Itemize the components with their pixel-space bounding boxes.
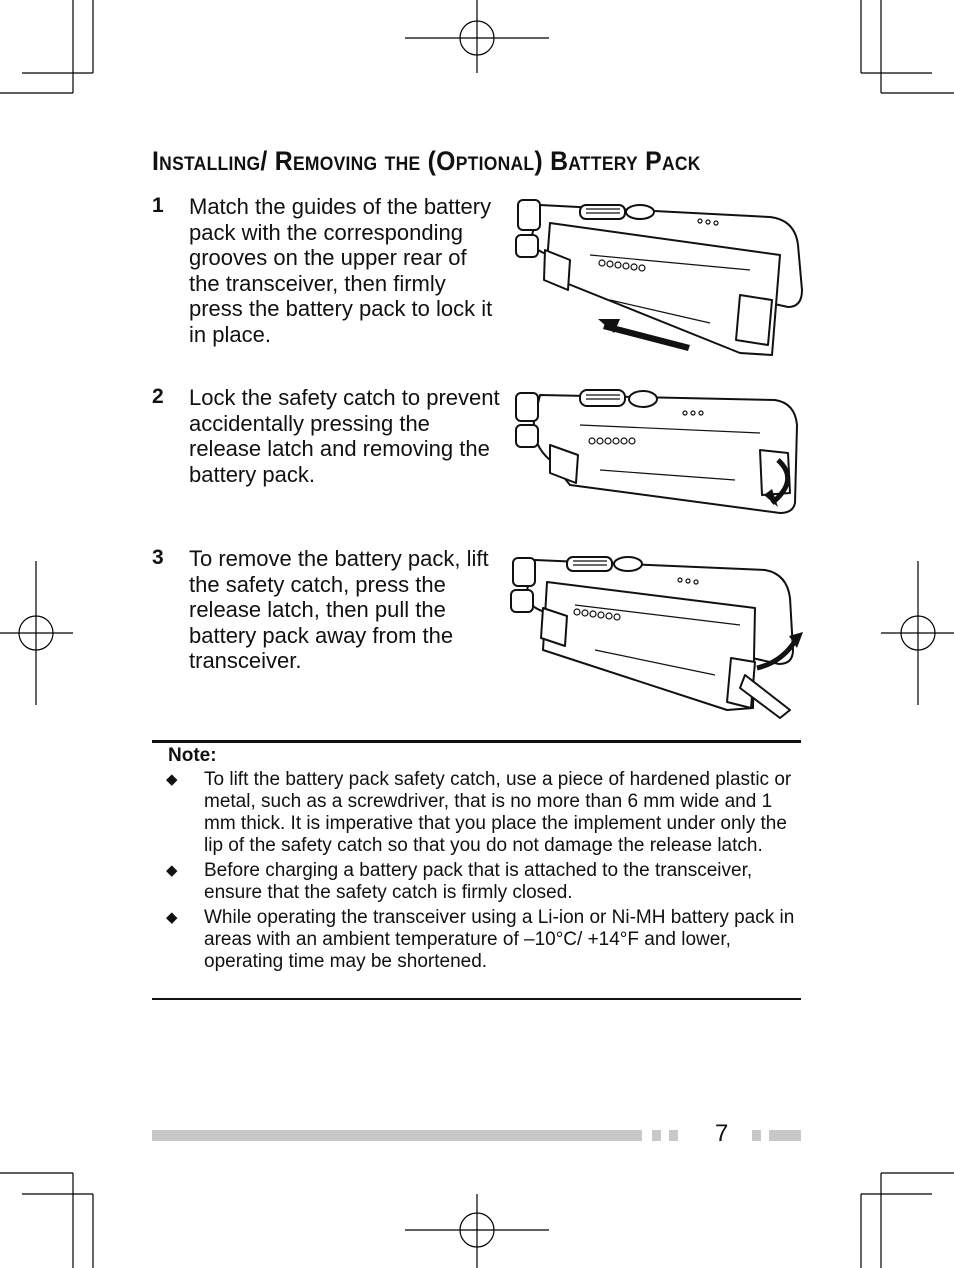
step-number: 3 [152, 546, 164, 569]
diamond-bullet-icon: ◆ [166, 862, 178, 879]
note-item: ◆ While operating the transceiver using … [166, 907, 796, 973]
battery-attach-illustration [515, 199, 803, 356]
diamond-bullet-icon: ◆ [166, 909, 178, 926]
battery-remove-illustration [510, 556, 803, 719]
footer-bar-square [669, 1130, 678, 1141]
footer-bar-square [652, 1130, 661, 1141]
step-number: 2 [152, 385, 164, 408]
note-top-rule [152, 740, 801, 743]
page-number: 7 [715, 1120, 729, 1147]
step-number: 1 [152, 194, 164, 217]
note-item: ◆ Before charging a battery pack that is… [166, 860, 796, 904]
step-text: Match the guides of the battery pack wit… [189, 194, 493, 347]
note-item: ◆ To lift the battery pack safety catch,… [166, 769, 796, 857]
step-text: Lock the safety catch to prevent acciden… [189, 385, 500, 487]
page-title: Installing/ Removing the (Optional) Batt… [152, 146, 701, 176]
note-list: ◆ To lift the battery pack safety catch,… [166, 769, 796, 976]
note-item-text: Before charging a battery pack that is a… [204, 860, 753, 903]
step-text: To remove the battery pack, lift the saf… [189, 546, 489, 673]
footer-bar-square [752, 1130, 761, 1141]
safety-catch-lock-illustration [515, 389, 798, 514]
diamond-bullet-icon: ◆ [166, 771, 178, 788]
note-label: Note: [168, 745, 217, 766]
note-item-text: While operating the transceiver using a … [204, 907, 795, 972]
footer-bar-right [769, 1130, 801, 1141]
note-bottom-rule [152, 998, 801, 1000]
note-item-text: To lift the battery pack safety catch, u… [204, 769, 792, 856]
footer-bar-left [152, 1130, 642, 1141]
